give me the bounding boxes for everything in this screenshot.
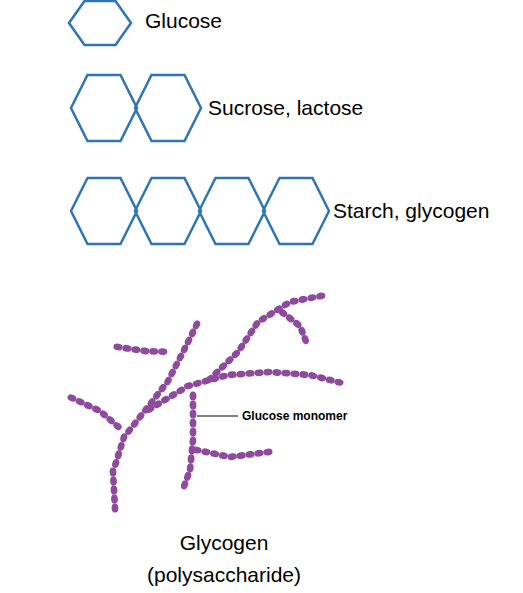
glucose-monomer (111, 458, 120, 469)
molecule-label: Glucose (145, 8, 345, 33)
glucose-monomer (112, 421, 123, 432)
molecule-label: Sucrose, lactose (208, 95, 458, 120)
glucose-monomer (191, 319, 201, 330)
glucose-monomer (297, 326, 307, 337)
glucose-hexagon (71, 178, 137, 244)
callout-label: Glucose monomer (242, 409, 392, 423)
hexagon-group (69, 1, 329, 244)
glucose-monomer (300, 334, 310, 345)
glucose-monomer (131, 346, 141, 354)
glucose-monomer (227, 371, 237, 378)
glucose-monomer (209, 449, 219, 458)
glucose-hexagon (135, 75, 201, 141)
glycogen-molecule (66, 292, 344, 513)
glucose-monomer (201, 448, 211, 457)
glucose-monomer (236, 452, 246, 460)
glucose-monomer (114, 449, 123, 460)
glucose-monomer (308, 371, 319, 380)
glucose-monomer (190, 400, 197, 409)
glucose-monomer (140, 347, 150, 355)
glucose-monomer (299, 371, 309, 378)
glucose-monomer (183, 471, 193, 482)
glucose-hexagon (69, 1, 131, 45)
glucose-monomer (325, 376, 336, 385)
leader-line (197, 415, 238, 416)
glucose-monomer (254, 369, 264, 376)
glucose-monomer (263, 448, 273, 456)
glucose-monomer (245, 450, 255, 458)
glucose-monomer (298, 295, 308, 303)
glucose-monomer (334, 378, 345, 387)
glucose-monomer (254, 449, 264, 457)
glucose-monomer (227, 453, 237, 461)
glucose-monomer (189, 436, 197, 446)
glucose-monomer (110, 485, 117, 495)
glucose-monomer (190, 427, 197, 436)
glucose-monomer (183, 381, 194, 390)
glucose-monomer (116, 441, 125, 452)
glucose-monomer (122, 344, 132, 352)
glucose-monomer (190, 418, 197, 427)
glucose-monomer (186, 463, 194, 473)
glucose-monomer (289, 297, 299, 305)
glucose-hexagon (263, 178, 329, 244)
glucose-hexagon (71, 75, 137, 141)
glucose-monomer (109, 467, 116, 477)
glucose-monomer (111, 494, 118, 504)
figure-caption: Glycogen (polysaccharide) (134, 527, 314, 591)
glucose-monomer (272, 369, 282, 376)
glucose-monomer (192, 446, 202, 455)
glucose-monomer (307, 294, 317, 302)
glucose-monomer (190, 409, 197, 418)
glucose-hexagon (135, 178, 201, 244)
glucose-monomer (190, 391, 197, 400)
glucose-monomer (187, 454, 195, 464)
glucose-monomer (263, 368, 273, 375)
glucose-monomer (245, 370, 255, 377)
glucose-monomer (180, 479, 190, 490)
glucose-monomer (110, 476, 117, 486)
molecule-label: Starch, glycogen (333, 198, 521, 223)
glucose-monomer (111, 503, 118, 513)
glucose-monomer (113, 343, 123, 351)
glucose-hexagon (199, 178, 265, 244)
glucose-monomer (316, 373, 327, 382)
glucose-monomer (192, 379, 203, 388)
glucose-monomer (149, 348, 158, 355)
glucose-monomer (290, 370, 300, 377)
glucose-monomer (236, 370, 246, 377)
glucose-monomer (158, 348, 167, 355)
glucose-monomer (316, 292, 326, 300)
glucose-monomer (281, 369, 291, 376)
glucose-monomer (218, 451, 228, 460)
